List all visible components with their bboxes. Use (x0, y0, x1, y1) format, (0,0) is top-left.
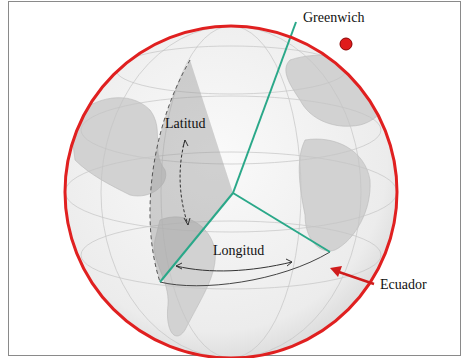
equator-arrow (330, 266, 374, 284)
graticule (65, 26, 397, 358)
label: Ecuador (380, 277, 427, 293)
angle-arcs (176, 140, 292, 271)
globe-outline (65, 26, 397, 358)
label: Latitud (165, 116, 205, 132)
label: Longitud (213, 243, 264, 259)
meridian (150, 60, 190, 282)
label: Greenwich (303, 10, 364, 26)
axes (160, 22, 330, 282)
greenwich-marker (340, 38, 352, 50)
globe (65, 26, 397, 358)
continents (70, 55, 388, 336)
